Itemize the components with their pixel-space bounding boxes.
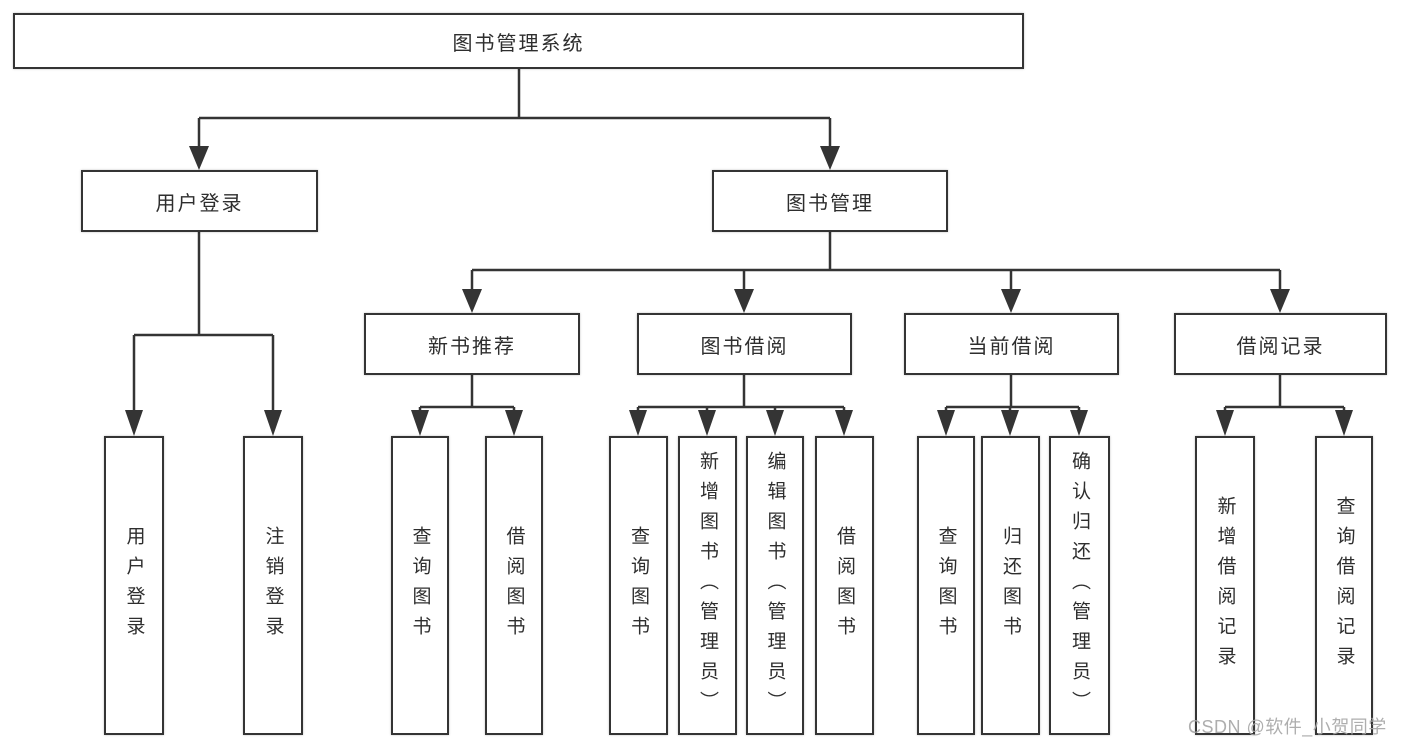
node-current-borrowing: 当前借阅 — [904, 313, 1119, 375]
node-leaf-newrec-query-books-label: 查询图书 — [409, 525, 431, 646]
csdn-watermark: CSDN @软件_小贺同学 — [1188, 717, 1387, 737]
connector-root-to-level2 — [197, 69, 832, 150]
node-leaf-borrow-books: 借阅图书 — [815, 436, 874, 735]
node-leaf-current-query-books: 查询图书 — [917, 436, 975, 735]
arrow-down-icon — [1335, 410, 1353, 436]
node-leaf-query-borrow-record: 查询借阅记录 — [1315, 436, 1373, 735]
node-book-borrowing-label: 图书借阅 — [700, 335, 789, 358]
arrow-down-icon — [462, 289, 482, 313]
arrow-down-icon — [766, 410, 784, 436]
node-leaf-confirm-return-admin: 确认归还（管理员） — [1049, 436, 1110, 735]
node-leaf-return-books-label: 归还图书 — [1000, 525, 1021, 646]
node-leaf-return-books: 归还图书 — [981, 436, 1040, 735]
node-root: 图书管理系统 — [13, 13, 1024, 69]
arrow-down-icon — [125, 410, 143, 436]
node-leaf-borrow-query-books-label: 查询图书 — [628, 525, 649, 646]
connector-borrow-to-leaves — [636, 375, 846, 413]
arrow-down-icon — [189, 146, 209, 170]
arrow-down-icon — [505, 410, 523, 436]
node-leaf-add-books-admin-label: 新增图书（管理员） — [697, 450, 718, 721]
arrow-down-icon — [1001, 289, 1021, 313]
arrow-down-icon — [820, 146, 840, 170]
arrow-down-icon — [411, 410, 429, 436]
arrow-down-icon — [1216, 410, 1234, 436]
node-leaf-edit-books-admin: 编辑图书（管理员） — [746, 436, 804, 735]
node-book-management-label: 图书管理 — [786, 192, 874, 215]
connector-userlogin-to-leaves — [132, 232, 275, 414]
connector-records-to-leaves — [1223, 375, 1346, 413]
node-leaf-query-borrow-record-label: 查询借阅记录 — [1333, 495, 1355, 676]
node-leaf-add-books-admin: 新增图书（管理员） — [678, 436, 737, 735]
node-root-label: 图书管理系统 — [452, 32, 585, 55]
node-leaf-borrow-query-books: 查询图书 — [609, 436, 668, 735]
node-leaf-user-login: 用户登录 — [104, 436, 164, 735]
node-new-book-recommend: 新书推荐 — [364, 313, 580, 375]
arrow-down-icon — [835, 410, 853, 436]
connector-bookmgmt-to-level3 — [470, 232, 1282, 292]
node-leaf-newrec-borrow-books-label: 借阅图书 — [503, 525, 525, 646]
node-book-management: 图书管理 — [712, 170, 948, 232]
node-leaf-add-borrow-record: 新增借阅记录 — [1195, 436, 1255, 735]
node-leaf-edit-books-admin-label: 编辑图书（管理员） — [764, 450, 786, 721]
node-leaf-logout: 注销登录 — [243, 436, 303, 735]
arrow-down-icon — [937, 410, 955, 436]
node-leaf-add-borrow-record-label: 新增借阅记录 — [1214, 495, 1236, 676]
arrow-down-icon — [734, 289, 754, 313]
arrow-down-icon — [698, 410, 716, 436]
node-leaf-user-login-label: 用户登录 — [123, 525, 145, 646]
connector-current-to-leaves — [944, 375, 1081, 413]
node-new-book-recommend-label: 新书推荐 — [428, 335, 516, 358]
node-leaf-logout-label: 注销登录 — [262, 525, 284, 646]
connector-newrec-to-leaves — [418, 375, 516, 413]
arrow-down-icon — [1070, 410, 1088, 436]
node-borrowing-records-label: 借阅记录 — [1236, 335, 1325, 358]
arrow-down-icon — [629, 410, 647, 436]
node-current-borrowing-label: 当前借阅 — [967, 335, 1056, 358]
arrow-down-icon — [1001, 410, 1019, 436]
arrow-down-icon — [264, 410, 282, 436]
node-leaf-newrec-borrow-books: 借阅图书 — [485, 436, 543, 735]
node-book-borrowing: 图书借阅 — [637, 313, 852, 375]
node-borrowing-records: 借阅记录 — [1174, 313, 1387, 375]
node-user-login: 用户登录 — [81, 170, 318, 232]
node-leaf-borrow-books-label: 借阅图书 — [834, 525, 855, 646]
node-user-login-label: 用户登录 — [155, 192, 244, 215]
arrow-down-icon — [1270, 289, 1290, 313]
node-leaf-newrec-query-books: 查询图书 — [391, 436, 449, 735]
arrowheads — [125, 146, 1353, 436]
node-leaf-confirm-return-admin-label: 确认归还（管理员） — [1069, 450, 1090, 721]
node-leaf-current-query-books-label: 查询图书 — [935, 525, 957, 646]
